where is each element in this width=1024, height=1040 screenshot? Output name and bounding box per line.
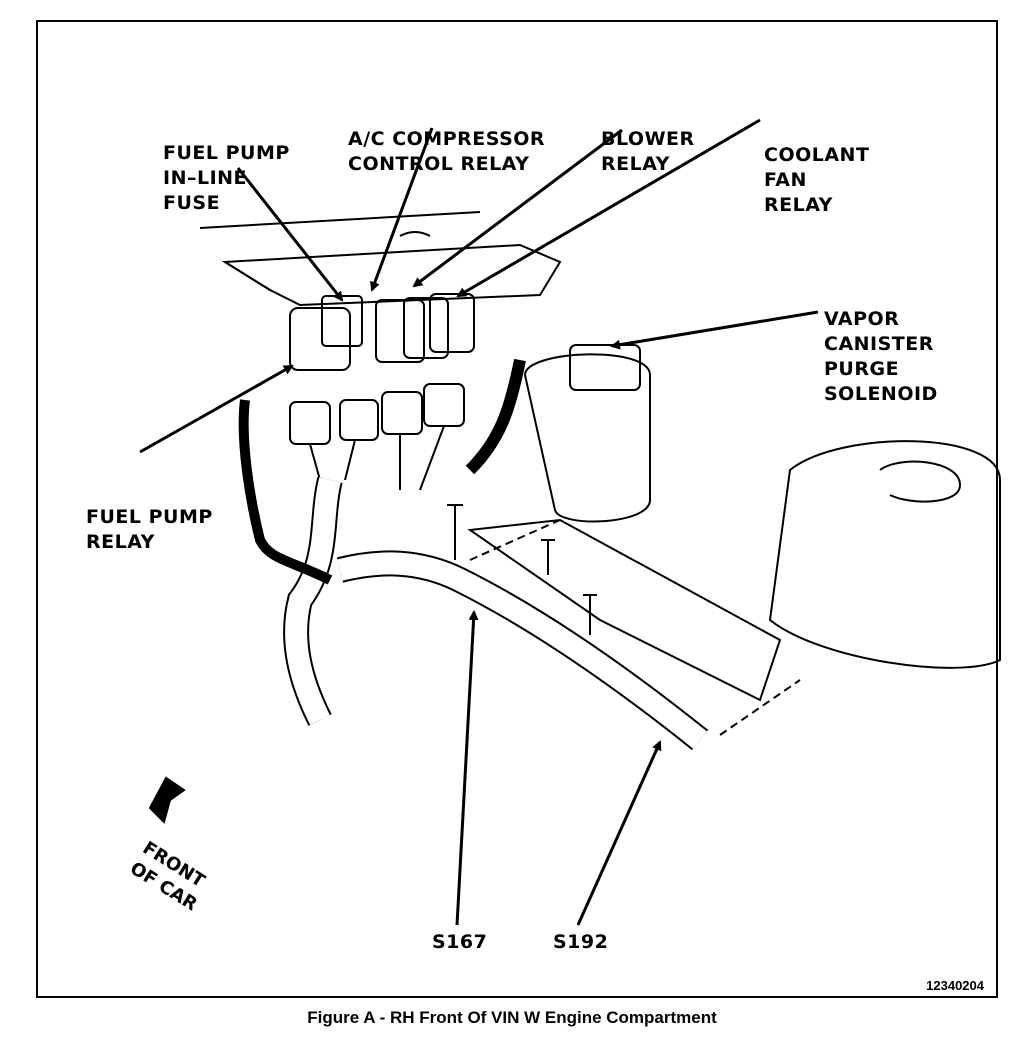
connector-3 [381, 391, 423, 435]
bolt-1 [447, 504, 463, 560]
coolant-fan-relay-body [429, 293, 475, 353]
label-s192: S192 [553, 931, 609, 953]
leader-fuel-pump-relay [139, 364, 294, 454]
connector-4 [423, 383, 465, 427]
bracket-panel [221, 243, 562, 307]
fuel-pump-relay-body [289, 307, 351, 371]
leader-blower-relay [412, 128, 623, 288]
harness-left-branch [238, 399, 333, 585]
fender-panel [467, 518, 782, 702]
leader-s167 [455, 610, 479, 926]
ac-relay-body [375, 299, 425, 363]
lower-harness [336, 550, 709, 751]
figure-number: 12340204 [926, 978, 984, 993]
leader-coolant-fan-relay [456, 118, 761, 298]
leader-ac-relay [370, 127, 434, 292]
air-cleaner [768, 440, 1001, 669]
front-of-car-arrow-icon [148, 776, 186, 824]
leader-fuel-pump-fuse [236, 167, 344, 302]
purge-solenoid [569, 344, 641, 391]
connector-1 [289, 401, 331, 445]
bolt-3 [583, 594, 597, 635]
figure-caption: Figure A - RH Front Of VIN W Engine Comp… [307, 1008, 717, 1027]
bolt-2 [541, 539, 555, 575]
blower-relay-body [403, 297, 449, 359]
leader-vapor-canister [610, 310, 819, 350]
label-s167: S167 [432, 931, 488, 953]
vapor-canister [523, 353, 651, 523]
leader-s192 [576, 740, 662, 926]
harness-right-branch [465, 358, 526, 475]
connector-2 [339, 399, 379, 441]
diagram-frame [36, 20, 998, 998]
